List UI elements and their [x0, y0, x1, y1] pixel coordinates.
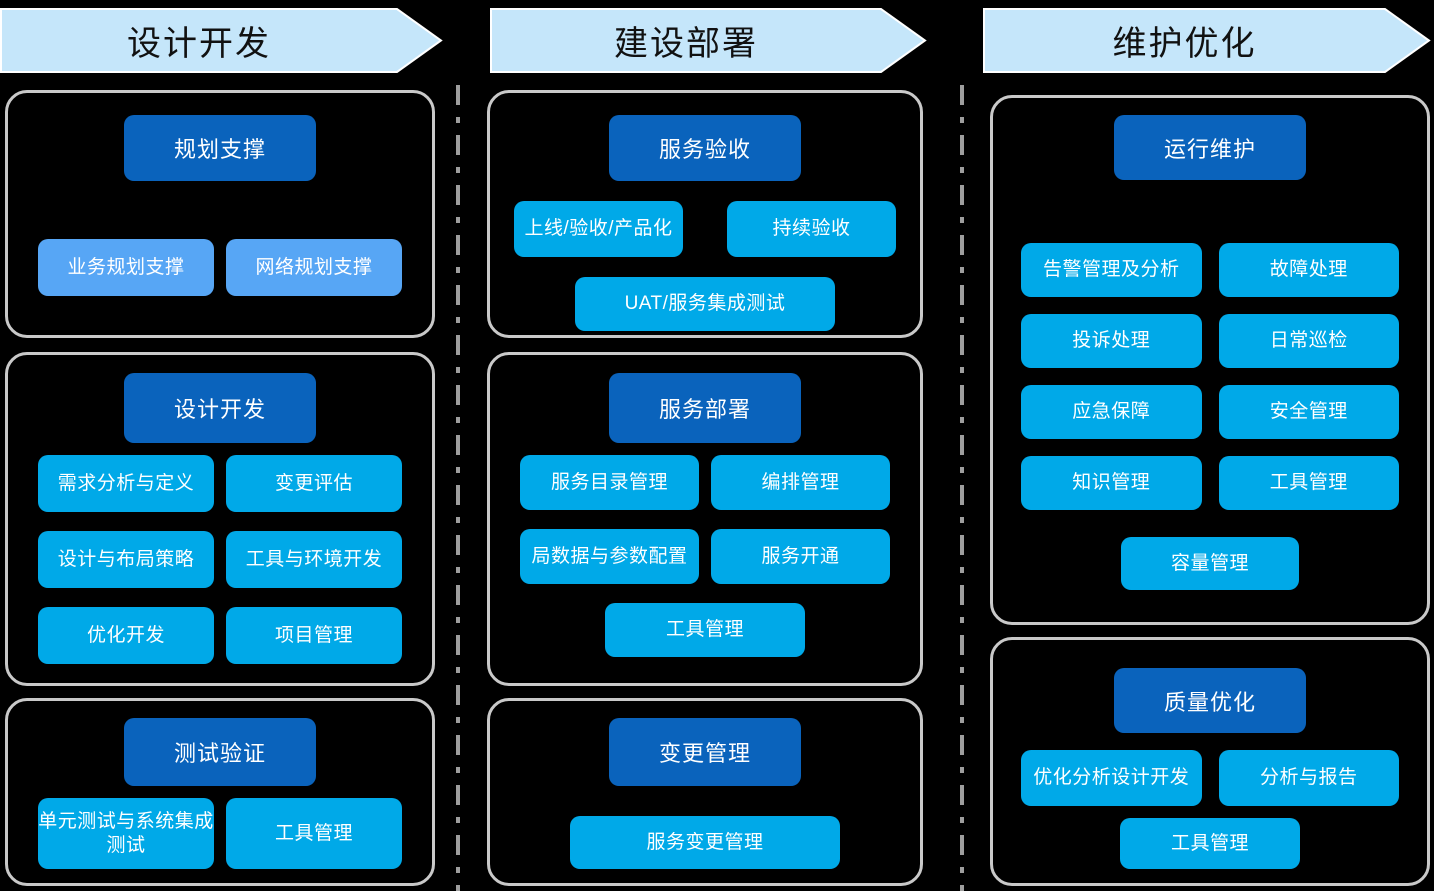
- item-button: 局数据与参数配置: [520, 529, 699, 584]
- section-header-button: 设计开发: [124, 373, 316, 443]
- section-planning-support: 规划支撑 业务规划支撑 网络规划支撑: [5, 90, 435, 338]
- item-button: 应急保障: [1021, 385, 1202, 439]
- item-button: 需求分析与定义: [38, 455, 214, 512]
- section-service-deployment: 服务部署 服务目录管理 编排管理 局数据与参数配置 服务开通 工具管理: [487, 352, 923, 686]
- item-button: 安全管理: [1218, 385, 1399, 439]
- column-separator: [960, 85, 964, 891]
- section-design-development: 设计开发 需求分析与定义 变更评估 设计与布局策略 工具与环境开发 优化开发 项…: [5, 352, 435, 686]
- item-button: 服务目录管理: [520, 455, 699, 510]
- item-button: 知识管理: [1021, 456, 1202, 510]
- item-button: 服务变更管理: [570, 816, 840, 869]
- section-header-button: 变更管理: [609, 718, 801, 786]
- item-button: 工具管理: [226, 798, 402, 869]
- section-header-button: 质量优化: [1114, 668, 1306, 733]
- item-button: 工具与环境开发: [226, 531, 402, 588]
- item-button: 单元测试与系统集成测试: [38, 798, 214, 869]
- section-header-button: 规划支撑: [124, 115, 316, 181]
- phase-arrow-design-dev: 设计开发: [0, 8, 443, 73]
- item-button: 工具管理: [1218, 456, 1399, 510]
- item-button: 分析与报告: [1218, 750, 1399, 806]
- section-header-button: 运行维护: [1114, 115, 1306, 180]
- item-button: 项目管理: [226, 607, 402, 664]
- phase-arrow-build-deploy: 建设部署: [490, 8, 927, 73]
- item-button: 变更评估: [226, 455, 402, 512]
- phase-title: 建设部署: [614, 25, 758, 63]
- section-change-management: 变更管理 服务变更管理: [487, 698, 923, 886]
- arrow-shape: [983, 8, 1431, 73]
- item-button: 优化开发: [38, 607, 214, 664]
- item-button: 投诉处理: [1021, 314, 1202, 368]
- section-test-verification: 测试验证 单元测试与系统集成测试 工具管理: [5, 698, 435, 886]
- item-button: UAT/服务集成测试: [575, 277, 835, 331]
- item-button: 业务规划支撑: [38, 239, 214, 296]
- arrow-shape: [490, 8, 927, 73]
- section-service-acceptance: 服务验收 上线/验收/产品化 持续验收 UAT/服务集成测试: [487, 90, 923, 338]
- item-button: 持续验收: [727, 201, 896, 257]
- phase-title: 设计开发: [127, 25, 271, 63]
- item-button: 容量管理: [1121, 537, 1299, 590]
- item-button: 网络规划支撑: [226, 239, 402, 296]
- section-header-button: 测试验证: [124, 718, 316, 786]
- item-button: 工具管理: [1120, 818, 1300, 869]
- item-button: 故障处理: [1218, 243, 1399, 297]
- item-button: 优化分析设计开发: [1021, 750, 1202, 806]
- item-button: 工具管理: [605, 603, 805, 657]
- phase-title: 维护优化: [1112, 25, 1257, 63]
- item-button: 设计与布局策略: [38, 531, 214, 588]
- item-button: 告警管理及分析: [1021, 243, 1202, 297]
- section-quality-optimization: 质量优化 优化分析设计开发 分析与报告 工具管理: [990, 637, 1430, 886]
- item-button: 服务开通: [711, 529, 890, 584]
- item-button: 编排管理: [711, 455, 890, 510]
- section-header-button: 服务部署: [609, 373, 801, 443]
- arrow-shape: [0, 8, 443, 73]
- phase-arrow-maintain-optimize: 维护优化: [983, 8, 1431, 73]
- column-separator: [456, 85, 460, 891]
- section-header-button: 服务验收: [609, 115, 801, 181]
- item-button: 上线/验收/产品化: [514, 201, 683, 257]
- item-button: 日常巡检: [1218, 314, 1399, 368]
- section-operation-maintenance: 运行维护 告警管理及分析 故障处理 投诉处理 日常巡检 应急保障 安全管理 知识…: [990, 95, 1430, 625]
